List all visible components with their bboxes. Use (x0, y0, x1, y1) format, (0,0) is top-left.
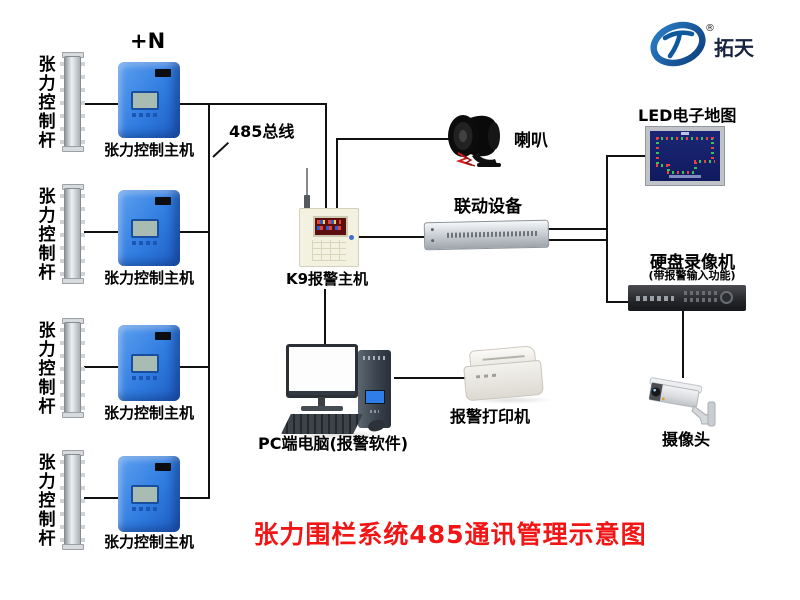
line-host4-bus (180, 497, 210, 499)
pole-label-2: 张力控制杆 (38, 187, 56, 284)
line-pole1-host1 (84, 103, 118, 105)
line-485-bus-trunk (208, 103, 210, 499)
pc-tower (358, 350, 391, 428)
host-buttons (132, 241, 160, 245)
host-buttons (132, 507, 160, 511)
pole-label-3: 张力控制杆 (38, 321, 56, 418)
host-display (155, 463, 171, 471)
line-speaker-horizontal (338, 138, 452, 140)
pole-label-4: 张力控制杆 (38, 453, 56, 550)
pc-keyboard (281, 414, 363, 434)
printer-shadow (468, 396, 554, 404)
host-screen (131, 219, 159, 238)
count-annotation: +N (130, 29, 166, 53)
dvr-buttons (684, 291, 720, 295)
host-buttons (132, 113, 160, 117)
host-display (155, 197, 171, 205)
printer-label: 报警打印机 (450, 407, 531, 426)
dvr-label: 硬盘录像机 (650, 253, 735, 273)
host-label-3: 张力控制主机 (103, 404, 194, 422)
host-label-1: 张力控制主机 (103, 141, 194, 159)
camera-label: 摄像头 (662, 430, 711, 449)
tension-pole-4 (60, 450, 85, 550)
line-speaker-drop-k9 (336, 138, 338, 208)
k9-alarm-host (299, 208, 359, 267)
tower-vents (363, 356, 386, 360)
line-pole2-host2 (84, 231, 118, 233)
pc-label: PC端电脑(报警软件) (258, 434, 409, 453)
alarm-printer (462, 345, 546, 404)
line-linkage-out-upper (547, 228, 608, 230)
line-linkage-out-lower (547, 239, 608, 241)
registered-mark: ® (705, 23, 715, 34)
host-display (155, 69, 171, 77)
camera-icon (648, 377, 716, 427)
k9-antenna-base (304, 195, 310, 209)
dvr-front-text (636, 296, 674, 301)
host-display (155, 332, 171, 340)
dvr-note: (带报警输入功能) (648, 269, 736, 282)
line-dvr-camera (682, 311, 684, 378)
line-pc-printer (394, 377, 468, 379)
brand-logo-text: 拓天 (714, 36, 755, 60)
monitor-stand (318, 397, 325, 407)
line-host2-bus (180, 231, 210, 233)
pc-shadow (278, 430, 394, 439)
monitor-base (301, 406, 343, 411)
tension-pole-1 (60, 52, 85, 152)
brand-logo: ® 拓天 (650, 21, 755, 67)
printer-body (463, 359, 544, 402)
k9-keypad (312, 240, 346, 261)
line-pole4-host4 (84, 497, 118, 499)
k9-label: K9报警主机 (285, 270, 369, 288)
line-bus-label-pointer (212, 141, 230, 158)
led-electronic-map (645, 126, 725, 186)
line-bus-drop-k9 (325, 103, 327, 208)
k9-status-led (349, 235, 354, 240)
tension-host-3 (118, 325, 180, 401)
line-k9-pc (324, 289, 326, 344)
speaker-label: 喇叭 (514, 131, 548, 151)
tension-pole-3 (60, 318, 85, 418)
diagram-title: 张力围栏系统485通讯管理示意图 (253, 520, 647, 549)
tension-host-2 (118, 190, 180, 266)
line-right-trunk (606, 155, 608, 303)
tension-pole-2 (60, 184, 85, 284)
dvr-device (628, 285, 746, 311)
line-host3-bus (180, 366, 210, 368)
led-map-label: LED电子地图 (638, 106, 737, 125)
led-map-screen (650, 131, 720, 181)
speaker-icon (448, 115, 501, 167)
k9-antenna (306, 168, 308, 209)
dvr-jog-dial (720, 291, 733, 304)
host-label-4: 张力控制主机 (103, 533, 194, 551)
host-screen (131, 91, 159, 110)
bus-annotation: 485总线 (229, 122, 295, 141)
tension-host-4 (118, 456, 180, 532)
line-trunk-ledmap (608, 155, 646, 157)
linkage-device (423, 219, 550, 251)
tower-ports (370, 410, 379, 413)
host-buttons (132, 376, 160, 380)
host-screen (131, 485, 159, 504)
line-trunk-dvr (608, 301, 630, 303)
dvr-buttons (684, 298, 720, 302)
linkage-label: 联动设备 (454, 197, 522, 217)
rack-vents (446, 230, 540, 238)
host-screen (131, 354, 159, 373)
pc-monitor (286, 344, 358, 398)
line-pole3-host3 (84, 366, 118, 368)
host-label-2: 张力控制主机 (103, 269, 194, 287)
tower-display (365, 390, 385, 404)
line-k9-linkage (357, 236, 424, 238)
line-host1-485corner (180, 103, 327, 105)
tension-host-1 (118, 62, 180, 138)
k9-display (313, 216, 348, 237)
pole-label-1: 张力控制杆 (38, 55, 56, 152)
